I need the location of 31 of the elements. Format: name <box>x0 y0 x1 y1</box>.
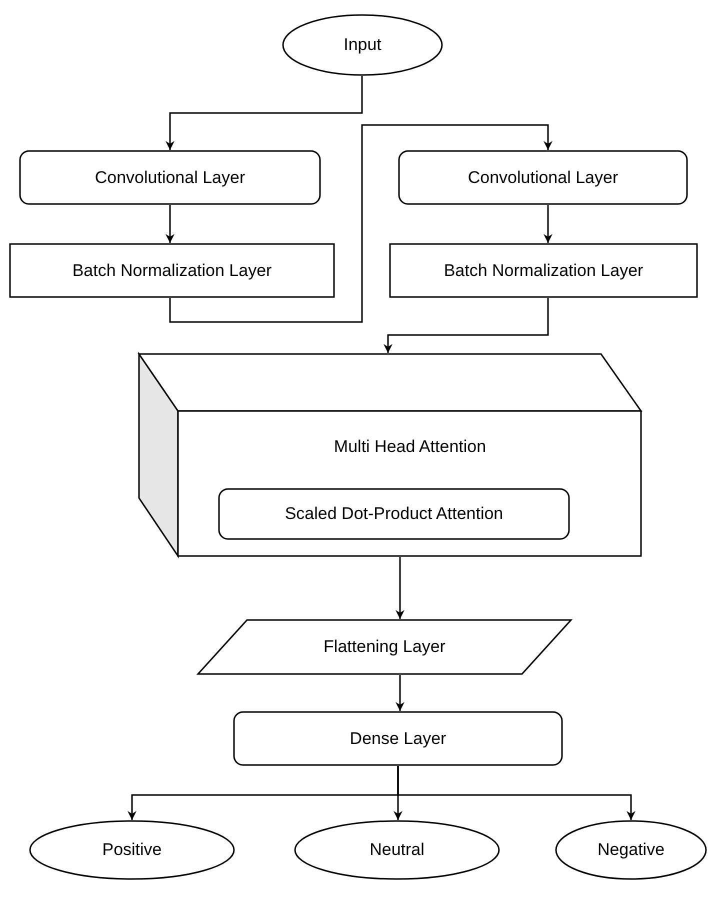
node-label: Dense Layer <box>348 728 448 748</box>
process-box <box>19 150 321 205</box>
node-label: Convolutional Layer <box>466 168 620 188</box>
ellipse-node <box>29 820 235 880</box>
node-label: Positive <box>101 840 163 860</box>
node-label: Negative <box>596 840 666 860</box>
process-box <box>233 711 563 766</box>
arrow <box>384 298 549 353</box>
node-label: Flattening Layer <box>322 637 446 657</box>
node-label: Convolutional Layer <box>94 168 246 188</box>
arrow <box>397 766 636 820</box>
node-label: Neutral <box>368 840 426 860</box>
node-label: Scaled Dot-Product Attention <box>284 504 504 524</box>
process-box <box>389 243 698 298</box>
process-box <box>218 488 570 540</box>
node-label: Multi Head Attention <box>332 437 488 457</box>
arrow <box>396 557 404 619</box>
arrow <box>166 76 363 150</box>
arrow <box>166 205 174 243</box>
ellipse-node <box>282 14 443 76</box>
node-label: Batch Normalization Layer <box>442 260 644 280</box>
ellipse-node <box>555 820 707 880</box>
node-label: Input <box>342 35 382 55</box>
process-box <box>398 150 688 205</box>
process-box <box>9 243 335 298</box>
ellipse-node <box>294 820 500 880</box>
arrow <box>169 124 552 323</box>
arrow <box>396 675 404 711</box>
node-label: Batch Normalization Layer <box>71 260 273 280</box>
arrow <box>544 205 552 243</box>
data-parallelogram <box>197 619 572 675</box>
